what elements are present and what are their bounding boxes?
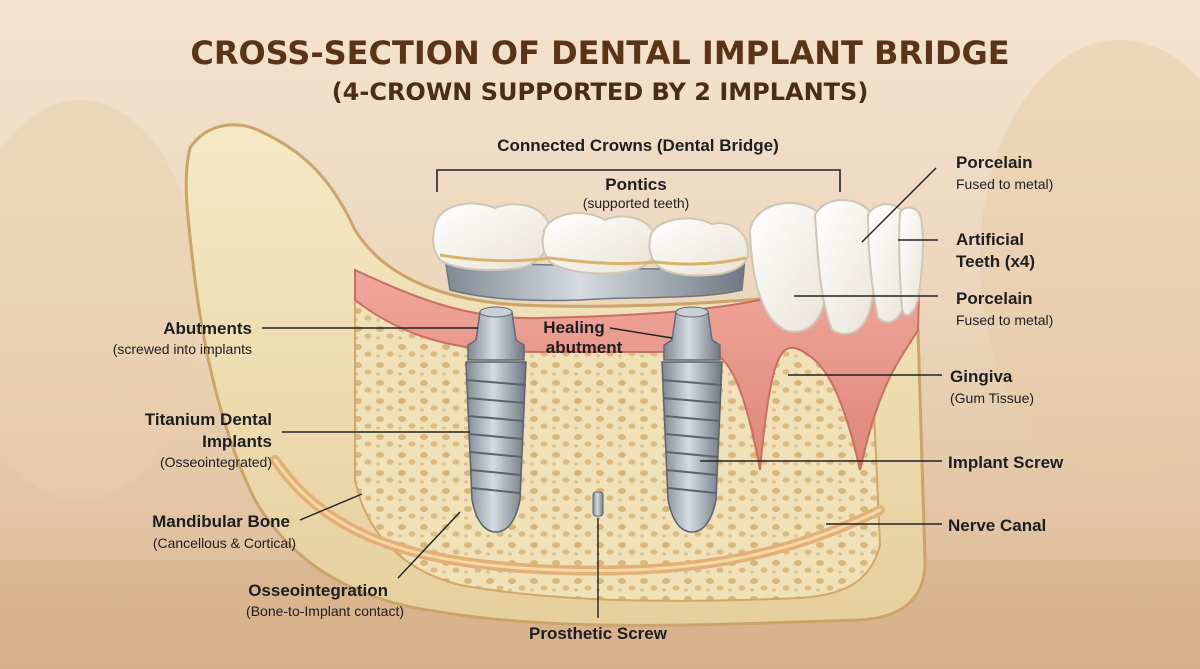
label-mandibular-sub: (Cancellous & Cortical): [153, 535, 296, 551]
label-pontics: Pontics: [605, 175, 666, 194]
label-abutments: Abutments: [163, 319, 252, 338]
label-porcelain-top-sub: Fused to metal): [956, 176, 1053, 192]
label-titanium-sub: (Osseointegrated): [160, 454, 272, 470]
label-porcelain-mid-sub: Fused to metal): [956, 312, 1053, 328]
label-osseo: Osseointegration: [248, 581, 388, 600]
label-titanium-2: Implants: [202, 432, 272, 451]
title-line-2: (4-CROWN SUPPORTED BY 2 IMPLANTS): [332, 78, 869, 106]
label-nerve-canal: Nerve Canal: [948, 516, 1046, 535]
abutments: [467, 306, 721, 361]
label-porcelain-top: Porcelain: [956, 153, 1033, 172]
label-prosthetic: Prosthetic Screw: [529, 624, 668, 643]
label-bridge: Connected Crowns (Dental Bridge): [497, 136, 778, 155]
title-line-1: CROSS-SECTION OF DENTAL IMPLANT BRIDGE: [190, 34, 1009, 72]
label-osseo-sub: (Bone-to-Implant contact): [246, 603, 404, 619]
label-abutments-sub: (screwed into implants: [113, 341, 252, 357]
titanium-implants: [465, 361, 723, 533]
label-porcelain-mid: Porcelain: [956, 289, 1033, 308]
label-pontics-sub: (supported teeth): [583, 195, 690, 211]
prosthetic-screw: [592, 491, 604, 517]
label-artificial-1: Artificial: [956, 230, 1024, 249]
label-artificial-2: Teeth (x4): [956, 252, 1035, 271]
label-gingiva: Gingiva: [950, 367, 1013, 386]
label-healing-1: Healing: [543, 318, 604, 337]
bridge-bracket: [436, 169, 841, 192]
dental-bridge: [432, 202, 750, 302]
label-mandibular: Mandibular Bone: [152, 512, 290, 531]
label-gingiva-sub: (Gum Tissue): [950, 390, 1034, 406]
label-healing-2: abutment: [546, 338, 623, 357]
leader-lines: [262, 167, 942, 618]
label-implant-screw: Implant Screw: [948, 453, 1064, 472]
artificial-teeth-group: [748, 199, 924, 335]
label-titanium-1: Titanium Dental: [145, 410, 272, 429]
